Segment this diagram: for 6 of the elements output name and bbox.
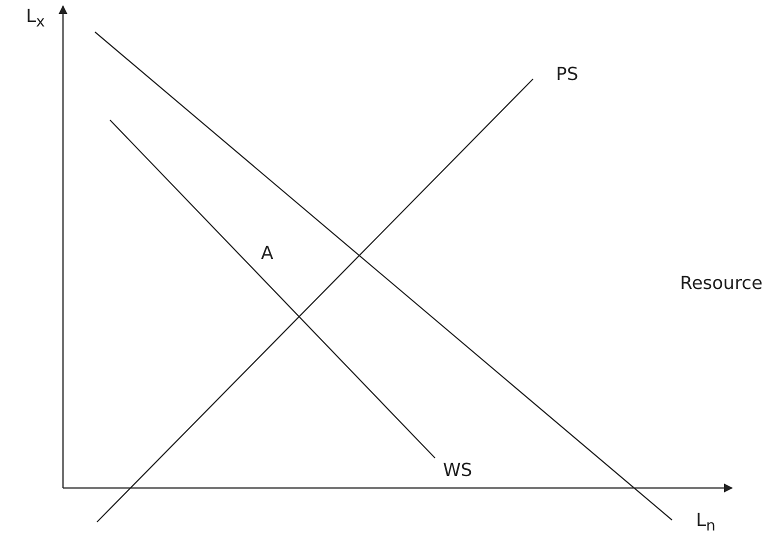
curve-label: Resource [680, 275, 763, 293]
axis-label: L$_{x}$ [26, 8, 45, 30]
curve-label: WS [443, 462, 472, 480]
curve-label: PS [556, 66, 578, 84]
axis-label: L$_{n}$ [696, 512, 716, 534]
point-label: A [261, 245, 274, 263]
